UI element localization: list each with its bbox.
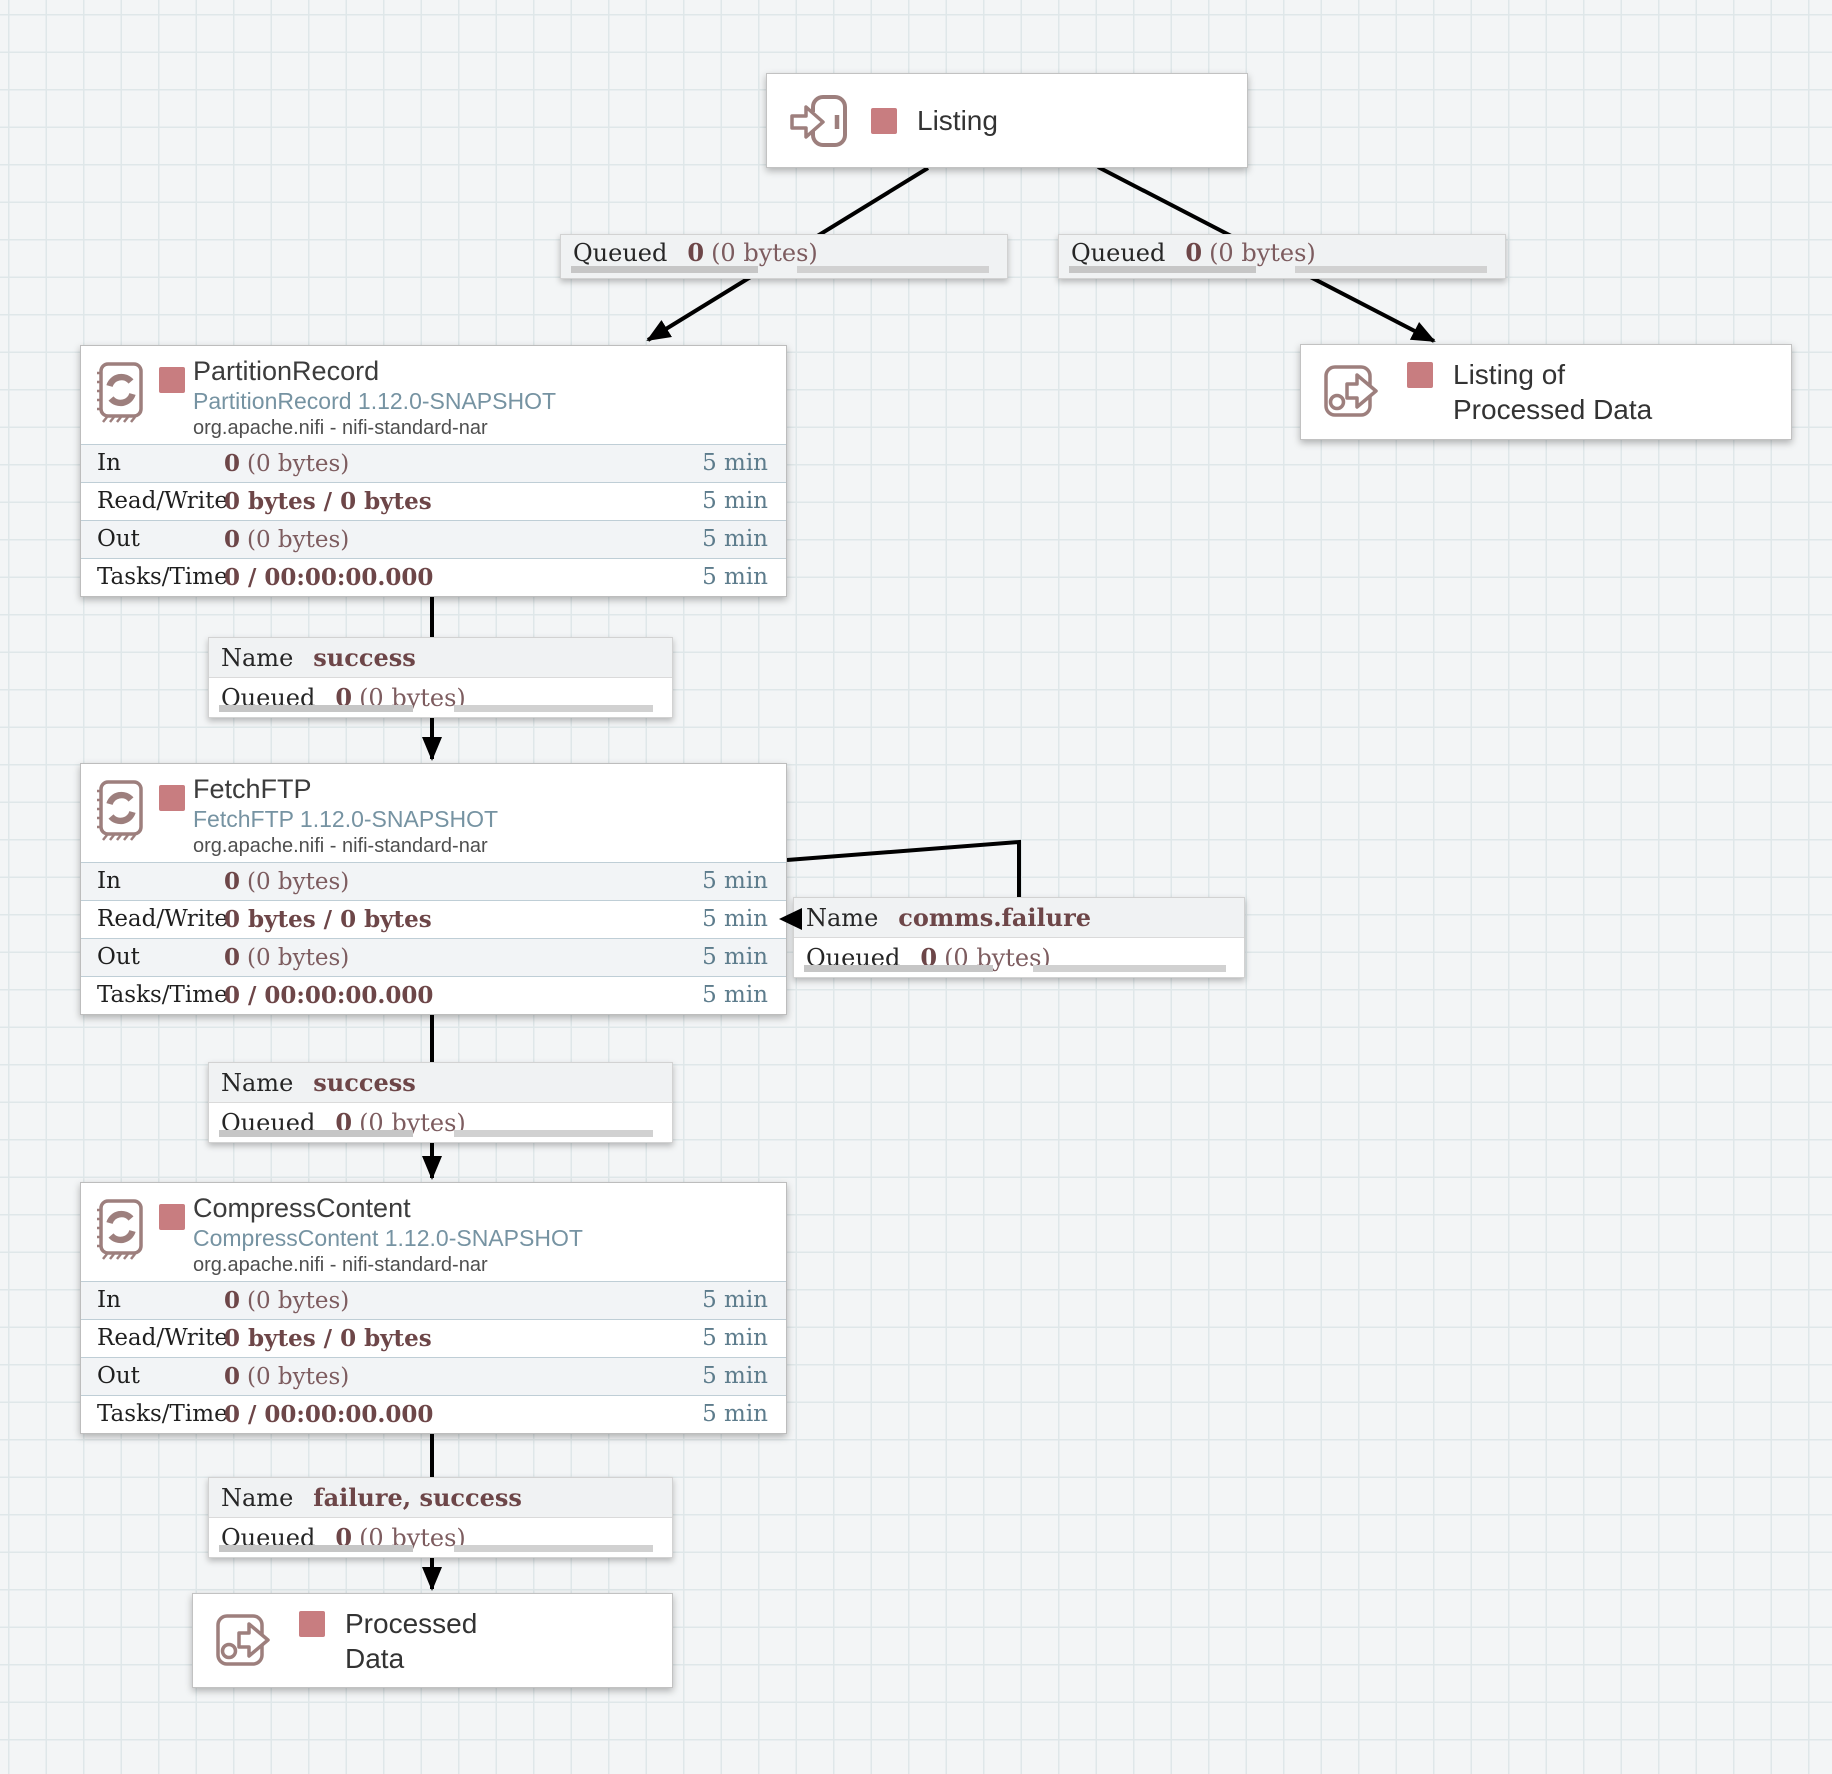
stat-row-tasks-time: Tasks/Time 0 / 00:00:00.000 5 min [81,976,786,1014]
queue-usage-bars [561,266,1007,273]
name-key: Name [221,1069,294,1097]
queued-count: 0 [335,1108,353,1137]
stopped-status-icon [871,108,897,134]
processor-version: CompressContent 1.12.0-SNAPSHOT [193,1225,583,1251]
processor-header: FetchFTP FetchFTP 1.12.0-SNAPSHOT org.ap… [81,764,786,862]
stat-row-read-write: Read/Write 0 bytes / 0 bytes 5 min [81,1319,786,1357]
queued-row: Queued 0(0 bytes) [1059,235,1505,269]
processor-bundle: org.apache.nifi - nifi-standard-nar [193,417,488,439]
queue-usage-bars [1059,266,1505,273]
stat-row-in: In 0(0 bytes) 5 min [81,1281,786,1319]
port-title: Listing [917,105,998,136]
stopped-status-icon [299,1610,325,1637]
port-title: Processed Data [345,1607,478,1674]
processor-fetchftp[interactable]: FetchFTP FetchFTP 1.12.0-SNAPSHOT org.ap… [80,763,787,1015]
output-port-processed-data[interactable]: Processed Data [192,1593,673,1688]
relationship-name: success [313,1068,416,1097]
stopped-status-icon [1407,362,1433,388]
queue-usage-bars [209,1130,672,1137]
connection-label-queued[interactable]: Queued 0(0 bytes) [560,234,1008,279]
relationship-name: comms.failure [898,903,1092,932]
output-port-icon [216,1613,270,1666]
name-row: Name success [209,1063,672,1103]
relationship-name: failure, success [313,1483,522,1512]
processor-title: FetchFTP [193,774,312,804]
processor-title: CompressContent [193,1193,411,1223]
input-port-listing[interactable]: Listing [766,73,1248,168]
stat-row-out: Out 0(0 bytes) 5 min [81,1357,786,1395]
relationship-name: success [313,643,416,672]
connection-label-queued[interactable]: Queued 0(0 bytes) [1058,234,1506,279]
queued-count: 0 [335,683,353,712]
processor-version: PartitionRecord 1.12.0-SNAPSHOT [193,388,557,414]
processor-bundle: org.apache.nifi - nifi-standard-nar [193,835,488,857]
name-row: Name comms.failure [794,898,1244,938]
port-title: Listing of Processed Data [1453,359,1653,425]
queued-count: 0 [1185,238,1203,267]
queued-count: 0 [335,1523,353,1552]
name-key: Name [806,904,879,932]
processor-header: PartitionRecord PartitionRecord 1.12.0-S… [81,346,786,444]
stopped-status-icon [159,367,185,393]
stat-row-in: In 0(0 bytes) 5 min [81,444,786,482]
processor-icon [97,362,143,423]
stopped-status-icon [159,1204,185,1230]
queued-key: Queued [1071,239,1166,267]
queue-usage-bars [209,705,672,712]
processor-version: FetchFTP 1.12.0-SNAPSHOT [193,806,499,832]
queue-usage-bars [794,965,1244,972]
processor-title: PartitionRecord [193,356,380,386]
queued-key: Queued [573,239,668,267]
processor-compresscontent[interactable]: CompressContent CompressContent 1.12.0-S… [80,1182,787,1434]
stat-row-out: Out 0(0 bytes) 5 min [81,938,786,976]
name-row: Name success [209,638,672,678]
name-row: Name failure, success [209,1478,672,1518]
processor-partitionrecord[interactable]: PartitionRecord PartitionRecord 1.12.0-S… [80,345,787,597]
name-key: Name [221,1484,294,1512]
processor-bundle: org.apache.nifi - nifi-standard-nar [193,1254,488,1276]
stat-row-out: Out 0(0 bytes) 5 min [81,520,786,558]
stopped-status-icon [159,785,185,811]
stat-row-read-write: Read/Write 0 bytes / 0 bytes 5 min [81,900,786,938]
queued-size: (0 bytes) [711,239,818,267]
queued-row: Queued 0(0 bytes) [561,235,1007,269]
processor-icon [97,1199,143,1260]
processor-header: CompressContent CompressContent 1.12.0-S… [81,1183,786,1281]
stat-row-tasks-time: Tasks/Time 0 / 00:00:00.000 5 min [81,558,786,596]
name-key: Name [221,644,294,672]
queued-size: (0 bytes) [1209,239,1316,267]
processor-icon [97,780,143,841]
queue-usage-bars [209,1545,672,1552]
output-port-icon [1324,365,1378,417]
input-port-icon [790,94,847,147]
queued-count: 0 [920,943,938,972]
stat-row-in: In 0(0 bytes) 5 min [81,862,786,900]
stat-row-tasks-time: Tasks/Time 0 / 00:00:00.000 5 min [81,1395,786,1433]
output-port-listing-of-processed-data[interactable]: Listing of Processed Data [1300,344,1792,440]
stat-row-read-write: Read/Write 0 bytes / 0 bytes 5 min [81,482,786,520]
queued-count: 0 [687,238,705,267]
